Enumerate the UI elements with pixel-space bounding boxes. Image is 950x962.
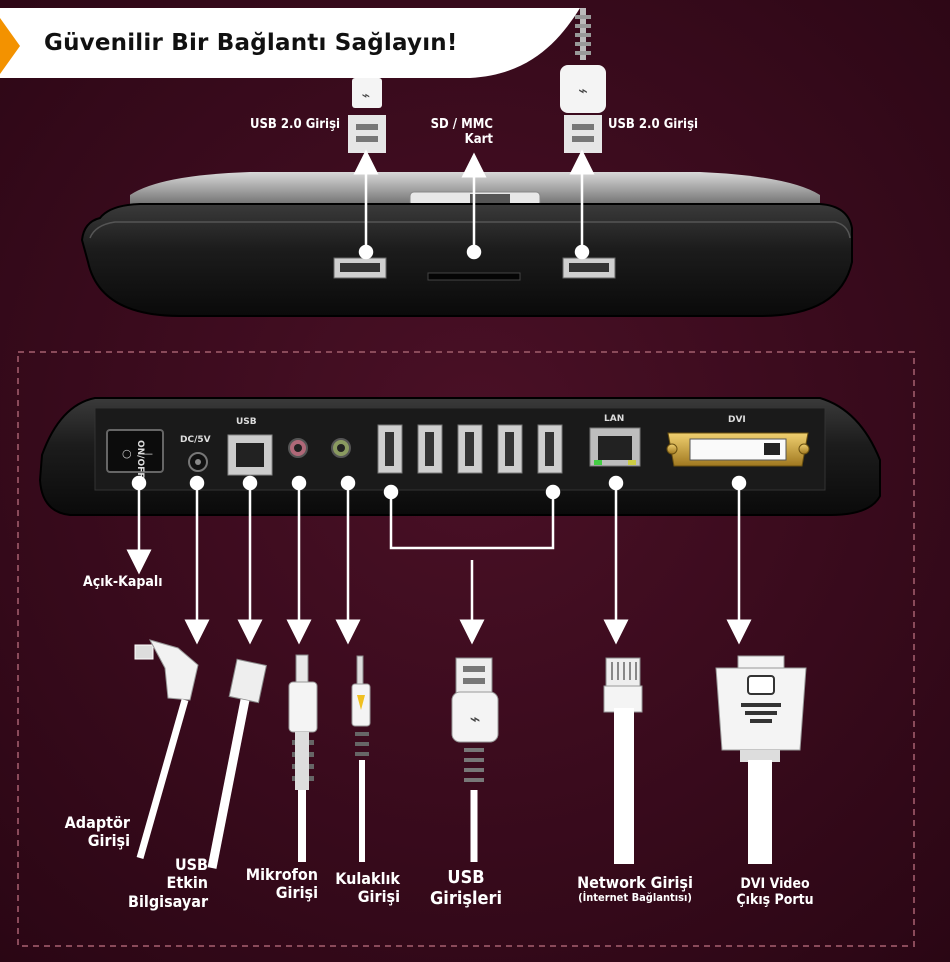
svg-text:—: — (142, 447, 153, 460)
dvi-plug (715, 655, 807, 864)
label-dvi: DVI (728, 415, 746, 425)
label-lan: LAN (604, 414, 624, 424)
svg-text:○: ○ (122, 447, 132, 460)
label-kulaklik: Kulaklık Girişi (335, 869, 400, 907)
label-mikrofon: Mikrofon Girişi (245, 865, 318, 903)
top-usb-cable-right: ⌁ (560, 8, 606, 153)
adapter-plug (134, 639, 199, 859)
dashed-frame (17, 351, 915, 947)
label-dc: DC/5V (180, 435, 211, 445)
label-onoff: ON/OFF (135, 440, 145, 478)
top-arrows (353, 149, 595, 260)
label-usb-girisleri: USB Girişleri (430, 867, 503, 909)
mic-plug (288, 654, 318, 862)
device-front (80, 172, 853, 317)
label-network: Network Girişi (İnternet Bağlantısı) (577, 873, 693, 905)
label-acik-kapali: Açık-Kapalı (83, 574, 163, 590)
label-usb-pc: USB Etkin Bilgisayar (128, 855, 209, 911)
top-usb-cable-left: ⌁ (348, 78, 386, 153)
sd-card-slot (427, 272, 521, 281)
usb-pc-plug (207, 658, 268, 869)
network-plug (603, 657, 643, 864)
svg-text:⌁: ⌁ (470, 709, 481, 730)
label-usb: USB (236, 417, 257, 427)
power-switch (106, 429, 164, 473)
label-dvi: DVI Video Çıkış Portu (736, 876, 814, 909)
headphone-plug (351, 655, 371, 862)
device-rear: ○ — (38, 397, 881, 516)
page-title: Güvenilir Bir Bağlantı Sağlayın! (44, 30, 458, 56)
label-usb-right: USB 2.0 Girişi (608, 117, 699, 132)
svg-text:⌁: ⌁ (362, 88, 370, 104)
usb-a-plug: ⌁ (451, 657, 499, 862)
rear-arrows (126, 475, 752, 645)
label-usb-left: USB 2.0 Girişi (250, 117, 341, 132)
svg-text:⌁: ⌁ (578, 81, 588, 100)
label-adaptor: Adaptör Girişi (64, 813, 130, 851)
title-banner (0, 8, 580, 78)
label-sd-card: SD / MMC Kart (430, 117, 493, 147)
